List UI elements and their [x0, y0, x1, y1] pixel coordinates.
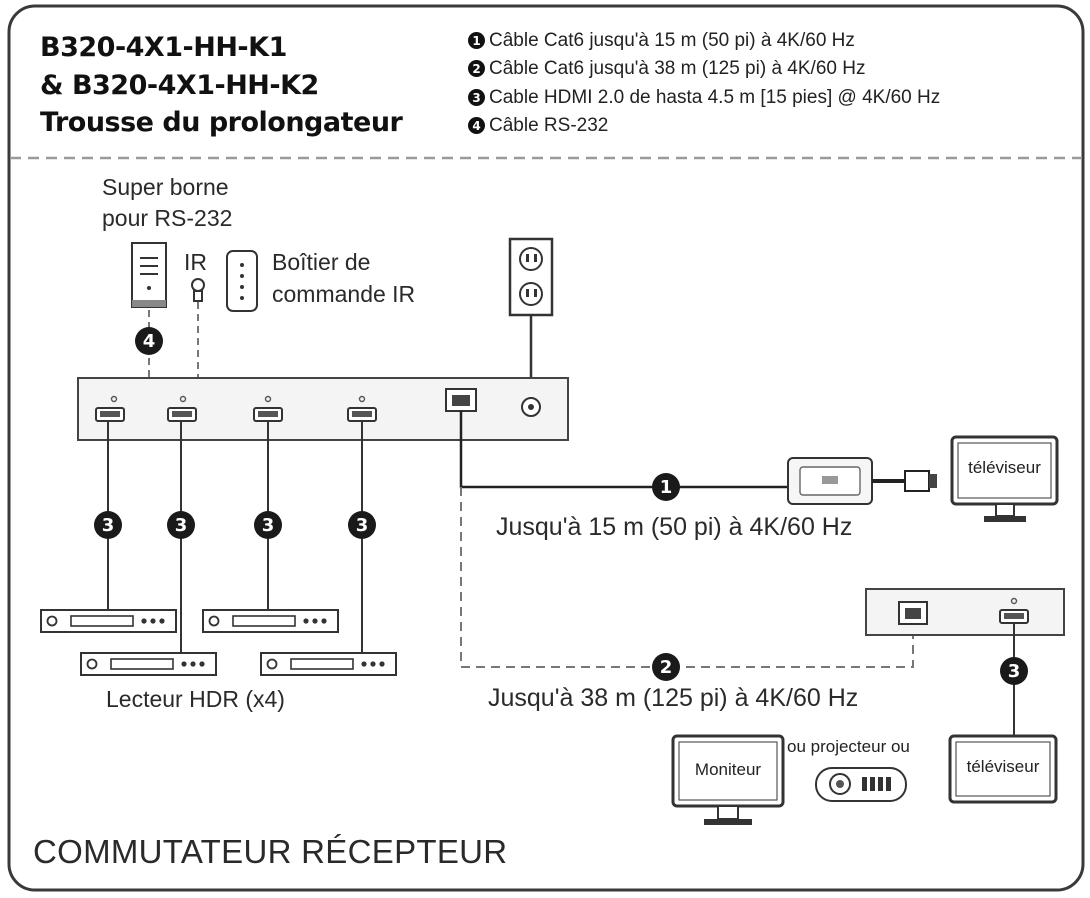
legend-item-3: 3 Cable HDMI 2.0 de hasta 4.5 m [15 pies… [468, 85, 940, 110]
monitor-label: Moniteur [694, 760, 762, 779]
outer-frame [7, 4, 1085, 892]
receiver-dongle [787, 457, 873, 505]
run-2-label: Jusqu'à 38 m (125 pi) à 4K/60 Hz [488, 684, 859, 712]
ir-sensor-icon [191, 278, 205, 302]
projector-icon [815, 767, 907, 802]
badge-cat6-short: 1 [652, 473, 680, 501]
power-outlet-icon [508, 237, 554, 317]
legend-text: Câble Cat6 jusqu'à 38 m (125 pi) à 4K/60… [489, 57, 866, 79]
players-label: Lecteur HDR (x4) [106, 686, 285, 712]
receiver-box [865, 588, 1065, 636]
badge-hdmi: 3 [94, 511, 122, 539]
badge-hdmi: 3 [254, 511, 282, 539]
footer-title: COMMUTATEUR RÉCEPTEUR [33, 833, 508, 870]
tv-bottom [948, 734, 1058, 804]
hdr-player-1 [40, 609, 177, 633]
tv-top-label: téléviseur [968, 458, 1041, 477]
badge-hdmi: 3 [1000, 657, 1028, 685]
hdmi-port-icon [95, 407, 125, 422]
legend-item-4: 4 Câble RS-232 [468, 113, 608, 138]
hdmi-plug-icon [904, 470, 937, 492]
hdr-player-4 [260, 652, 397, 676]
hdmi-port-icon [999, 609, 1029, 624]
hdmi-port-icon [347, 407, 377, 422]
ir-box-label-1: Boîtier de [272, 249, 371, 275]
legend-item-2: 2 Câble Cat6 jusqu'à 38 m (125 pi) à 4K/… [468, 56, 865, 81]
hdr-player-2 [202, 609, 339, 633]
title-line-1: B320-4X1-HH-K1 [40, 32, 287, 63]
legend-text: Cable HDMI 2.0 de hasta 4.5 m [15 pies] … [489, 86, 941, 108]
rj45-port-icon [445, 388, 477, 412]
tv-bottom-label: téléviseur [966, 757, 1040, 776]
legend-item-1: 1 Câble Cat6 jusqu'à 15 m (50 pi) à 4K/6… [468, 28, 855, 53]
ir-remote-icon [226, 250, 258, 312]
legend-number: 1 [468, 32, 485, 49]
hdr-player-3 [80, 652, 217, 676]
badge-hdmi: 3 [348, 511, 376, 539]
tv-top [950, 435, 1059, 522]
hdmi-port-icon [167, 407, 197, 422]
title-line-2: & B320-4X1-HH-K2 [40, 70, 319, 101]
monitor [671, 734, 785, 825]
rs232-terminal-label-2: pour RS-232 [102, 205, 233, 231]
switch-transmitter [77, 377, 569, 441]
legend-number: 4 [468, 117, 485, 134]
legend-number: 3 [468, 89, 485, 106]
badge-hdmi: 3 [167, 511, 195, 539]
power-jack-icon [521, 397, 541, 417]
pc-tower-icon [131, 242, 167, 308]
hdmi-port-icon [253, 407, 283, 422]
ir-box-label-2: commande IR [272, 281, 416, 307]
badge-cat6-long: 2 [652, 653, 680, 681]
badge-rs232: 4 [135, 327, 163, 355]
projector-note: ou projecteur ou [787, 737, 910, 756]
legend-number: 2 [468, 60, 485, 77]
legend-text: Câble RS-232 [489, 114, 609, 136]
rs232-terminal-label-1: Super borne [102, 174, 229, 200]
run-1-label: Jusqu'à 15 m (50 pi) à 4K/60 Hz [496, 513, 853, 541]
title-line-3: Trousse du prolongateur [40, 107, 403, 138]
ir-label: IR [184, 249, 207, 275]
legend-text: Câble Cat6 jusqu'à 15 m (50 pi) à 4K/60 … [489, 29, 855, 51]
